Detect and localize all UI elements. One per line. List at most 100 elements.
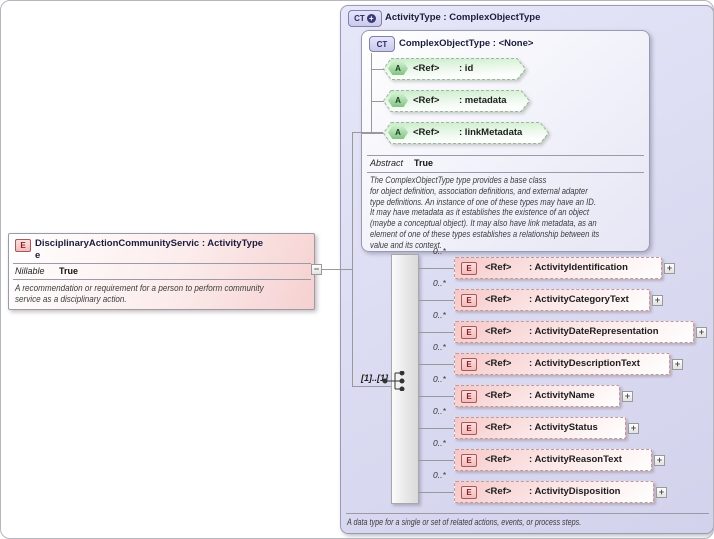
attribute-shape (383, 122, 549, 144)
occurrence-label: 0..* (433, 406, 446, 416)
root-element-title-line1: DisciplinaryActionCommunityServic : Acti… (35, 238, 264, 249)
element-badge-label: E (466, 264, 472, 273)
root-element-title-line2: e (35, 250, 41, 261)
element-ref: <Ref> (485, 422, 512, 433)
occurrence-label: 0..* (433, 310, 446, 320)
complex-type-badge: CT + (348, 10, 382, 27)
ct-plus-icon: + (366, 14, 376, 23)
element-ref: <Ref> (485, 390, 512, 401)
expand-toggle[interactable]: + (672, 359, 683, 370)
expand-toggle[interactable]: + (656, 487, 667, 498)
element-badge: E (461, 422, 477, 435)
attribute-badge: A (388, 126, 408, 139)
attribute-badge: A (388, 62, 408, 75)
attribute-ref: <Ref> (413, 95, 440, 106)
connector-line (419, 492, 454, 493)
element-name: : ActivityDescriptionText (529, 358, 640, 369)
element-name: : ActivityReasonText (529, 454, 622, 465)
element-name: : ActivityName (529, 390, 595, 401)
expand-toggle[interactable]: + (628, 423, 639, 434)
element-badge-label: E (466, 328, 472, 337)
expand-toggle[interactable]: + (696, 327, 707, 338)
attribute-row-linkmetadata[interactable]: A <Ref> : linkMetadata (383, 122, 549, 144)
element-name: : ActivityStatus (529, 422, 598, 433)
element-ref: <Ref> (485, 454, 512, 465)
element-box[interactable]: E <Ref> : ActivityDisposition (454, 481, 654, 503)
collapse-toggle[interactable]: − (311, 264, 322, 275)
element-badge: E (461, 358, 477, 371)
element-ref: <Ref> (485, 358, 512, 369)
abstract-label: Abstract (370, 158, 404, 168)
nillable-label: Nillable (15, 266, 45, 276)
connector-line (419, 428, 454, 429)
element-box[interactable]: E <Ref> : ActivityName (454, 385, 620, 407)
attribute-shape (383, 90, 530, 112)
sequence-icon (382, 371, 405, 391)
element-badge: E (461, 262, 477, 275)
element-badge: E (461, 294, 477, 307)
connector-line (419, 300, 454, 301)
connector-line (322, 269, 352, 270)
divider (13, 263, 311, 264)
connector-line (352, 132, 383, 133)
attribute-name: : id (459, 63, 474, 74)
expand-icon: + (674, 359, 681, 369)
connector-line (419, 460, 454, 461)
element-badge-label: E (466, 296, 472, 305)
attribute-badge-label: A (395, 64, 401, 73)
expand-icon: + (630, 423, 637, 433)
element-box[interactable]: E <Ref> : ActivityReasonText (454, 449, 652, 471)
complex-type-box: CT + ActivityType : ComplexObjectType CT… (340, 5, 713, 534)
expand-toggle[interactable]: + (652, 295, 663, 306)
connector-line (371, 69, 384, 70)
expand-toggle[interactable]: + (654, 455, 665, 466)
element-box[interactable]: E <Ref> : ActivityDateRepresentation (454, 321, 694, 343)
attribute-row-id[interactable]: A <Ref> : id (383, 58, 526, 80)
connector-line (419, 268, 454, 269)
attribute-row-metadata[interactable]: A <Ref> : metadata (383, 90, 530, 112)
sequence-bar[interactable] (391, 254, 419, 504)
element-badge: E (461, 454, 477, 467)
element-box[interactable]: E <Ref> : ActivityDescriptionText (454, 353, 670, 375)
connector-line (371, 53, 372, 133)
connector-line (419, 396, 454, 397)
element-box[interactable]: E <Ref> : ActivityIdentification (454, 257, 662, 279)
element-ref: <Ref> (485, 486, 512, 497)
expand-toggle[interactable]: + (664, 263, 675, 274)
expand-toggle[interactable]: + (622, 391, 633, 402)
connector-line (371, 101, 384, 102)
expand-icon: + (658, 487, 665, 497)
expand-icon: + (666, 263, 673, 273)
ct-badge-label: CT (354, 14, 365, 23)
occurrence-label: 0..* (433, 246, 446, 256)
element-box[interactable]: E <Ref> : ActivityStatus (454, 417, 626, 439)
base-type-badge: CT (369, 36, 395, 52)
attribute-name: : linkMetadata (459, 127, 523, 138)
occurrence-label: 0..* (433, 470, 446, 480)
complex-type-title: ActivityType : ComplexObjectType (385, 12, 541, 23)
connector-line (352, 132, 353, 387)
root-element-box[interactable]: E DisciplinaryActionCommunityServic : Ac… (8, 233, 315, 310)
attribute-badge-label: A (395, 96, 401, 105)
nillable-value: True (59, 266, 79, 276)
occurrence-label: 0..* (433, 438, 446, 448)
base-type-box[interactable]: CT ComplexObjectType : <None> A <Ref> : … (361, 30, 650, 252)
attribute-badge: A (388, 94, 408, 107)
element-ref: <Ref> (485, 294, 512, 305)
occurrence-label: 0..* (433, 342, 446, 352)
expand-icon: + (624, 391, 631, 401)
element-name: : ActivityIdentification (529, 262, 628, 273)
element-badge: E (461, 390, 477, 403)
element-ref: <Ref> (485, 326, 512, 337)
root-element-title: DisciplinaryActionCommunityServic : Acti… (35, 238, 313, 262)
connector-line (362, 133, 384, 134)
element-badge-label: E (466, 456, 472, 465)
element-badge: E (461, 486, 477, 499)
expand-icon: + (654, 295, 661, 305)
base-type-annotation: The ComplexObjectType type provides a ba… (370, 175, 600, 250)
divider (13, 279, 311, 280)
connector-line (419, 364, 454, 365)
element-box[interactable]: E <Ref> : ActivityCategoryText (454, 289, 650, 311)
ct-badge-label: CT (376, 39, 388, 49)
